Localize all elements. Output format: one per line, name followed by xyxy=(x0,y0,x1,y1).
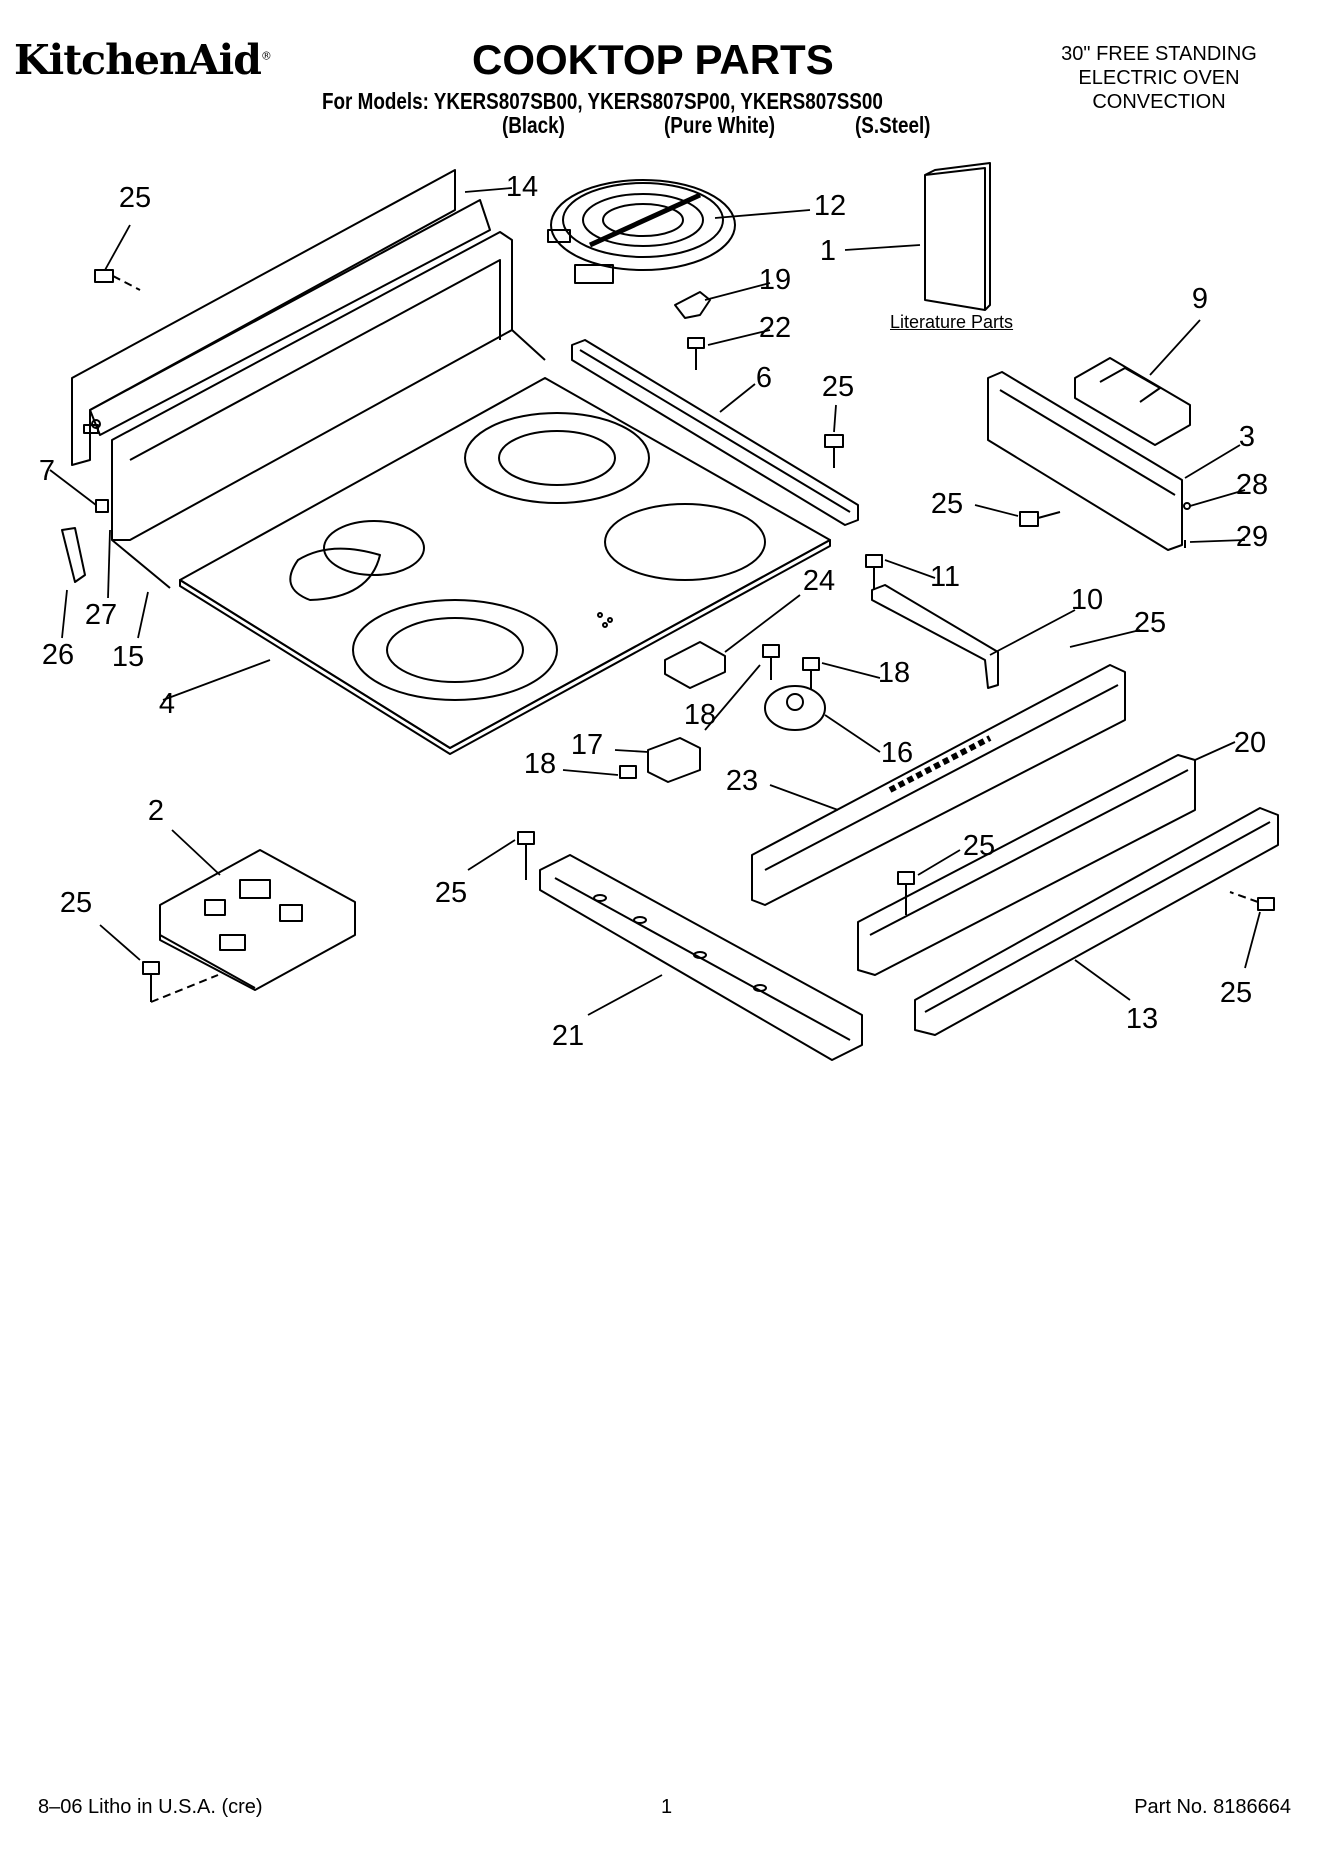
footer-litho: 8–06 Litho in U.S.A. (cre) xyxy=(38,1796,263,1818)
part-screw-22 xyxy=(687,337,705,370)
part-screw-25-c xyxy=(517,831,535,880)
part-bracket-9 xyxy=(1074,357,1191,446)
callout-25: 25 xyxy=(60,887,92,919)
callout-25: 25 xyxy=(822,371,854,403)
part-screw-25-f xyxy=(142,961,219,1003)
part-screw-25-d xyxy=(897,871,915,915)
product-type-line-1: 30" FREE STANDING xyxy=(1061,43,1257,65)
part-screw-25-a xyxy=(824,434,844,468)
callout-6: 6 xyxy=(756,362,772,394)
callout-12: 12 xyxy=(814,190,846,222)
part-back-panel xyxy=(71,169,491,466)
callout-25: 25 xyxy=(931,488,963,520)
part-26 xyxy=(61,527,86,583)
callout-11: 11 xyxy=(930,561,960,593)
callout-29: 29 xyxy=(1236,521,1268,553)
callout-18: 18 xyxy=(524,748,556,780)
callout-19: 19 xyxy=(759,264,791,296)
part-screw-25-e xyxy=(1229,891,1275,911)
part-clip xyxy=(674,291,711,319)
callout-22: 22 xyxy=(759,312,791,344)
part-literature xyxy=(924,167,986,311)
part-manifold-21 xyxy=(539,854,863,1061)
callout-9: 9 xyxy=(1192,283,1208,315)
footer-page-number: 1 xyxy=(661,1796,673,1818)
callout-27: 27 xyxy=(85,599,117,631)
callout-2: 2 xyxy=(148,795,164,827)
callout-28: 28 xyxy=(1236,469,1268,501)
callout-10: 10 xyxy=(1071,584,1103,616)
part-7 xyxy=(95,499,109,513)
part-control-board xyxy=(159,849,356,991)
part-rail-20 xyxy=(857,754,1196,976)
product-type: 30" FREE STANDING ELECTRIC OVEN CONVECTI… xyxy=(1029,42,1289,114)
part-front-panel-23 xyxy=(751,664,1126,906)
callout-16: 16 xyxy=(881,737,913,769)
literature-parts-label: Literature Parts xyxy=(890,312,1014,332)
callout-3: 3 xyxy=(1239,421,1255,453)
part-glass-cooktop xyxy=(179,377,831,755)
brand-logo: KitchenAid® xyxy=(14,36,272,84)
part-17 xyxy=(647,737,701,783)
callout-13: 13 xyxy=(1126,1003,1158,1035)
footer-part-number: Part No. 8186664 xyxy=(1134,1796,1291,1818)
callout-20: 20 xyxy=(1234,727,1266,759)
part-screw-18-a xyxy=(762,644,780,680)
finish-black: (Black) xyxy=(502,112,565,138)
part-part-24 xyxy=(664,641,726,689)
callout-25: 25 xyxy=(963,830,995,862)
callout-24: 24 xyxy=(803,565,835,597)
part-radiant-element xyxy=(547,179,736,284)
part-screw-18-c xyxy=(619,765,637,779)
part-switch-16 xyxy=(764,685,826,731)
part-screw-18-b xyxy=(802,657,820,690)
product-type-line-3: CONVECTION xyxy=(1092,91,1226,113)
models-line: For Models: YKERS807SB00, YKERS807SP00, … xyxy=(322,88,883,114)
callout-25: 25 xyxy=(1134,607,1166,639)
part-screw-11 xyxy=(865,554,883,590)
callout-17: 17 xyxy=(571,729,603,761)
callout-4: 4 xyxy=(159,688,175,720)
callout-21: 21 xyxy=(552,1020,584,1052)
callout-25: 25 xyxy=(1220,977,1252,1009)
part-28 xyxy=(1183,502,1191,510)
callout-14: 14 xyxy=(506,171,538,203)
callout-18: 18 xyxy=(684,699,716,731)
finish-white: (Pure White) xyxy=(664,112,776,138)
part-screw-25-g xyxy=(94,269,141,291)
callout-23: 23 xyxy=(726,765,758,797)
part-cooktop-frame xyxy=(111,231,546,589)
callout-7: 7 xyxy=(39,455,55,487)
part-screw-25-b xyxy=(1019,511,1061,527)
part-mounting-rail xyxy=(987,371,1183,551)
product-type-line-2: ELECTRIC OVEN xyxy=(1078,67,1240,89)
callout-15: 15 xyxy=(112,641,144,673)
leader-lines xyxy=(49,187,1261,1016)
callout-1: 1 xyxy=(820,235,836,267)
callout-25: 25 xyxy=(119,182,151,214)
part-rail-13 xyxy=(914,807,1279,1036)
callout-25: 25 xyxy=(435,877,467,909)
page-title: COOKTOP PARTS xyxy=(472,36,834,83)
finish-steel: (S.Steel) xyxy=(855,112,931,138)
part-bracket-10 xyxy=(871,584,999,689)
callout-18: 18 xyxy=(878,657,910,689)
part-literature-edge xyxy=(924,162,991,311)
part-rear-trim xyxy=(571,339,859,526)
callout-26: 26 xyxy=(42,639,74,671)
